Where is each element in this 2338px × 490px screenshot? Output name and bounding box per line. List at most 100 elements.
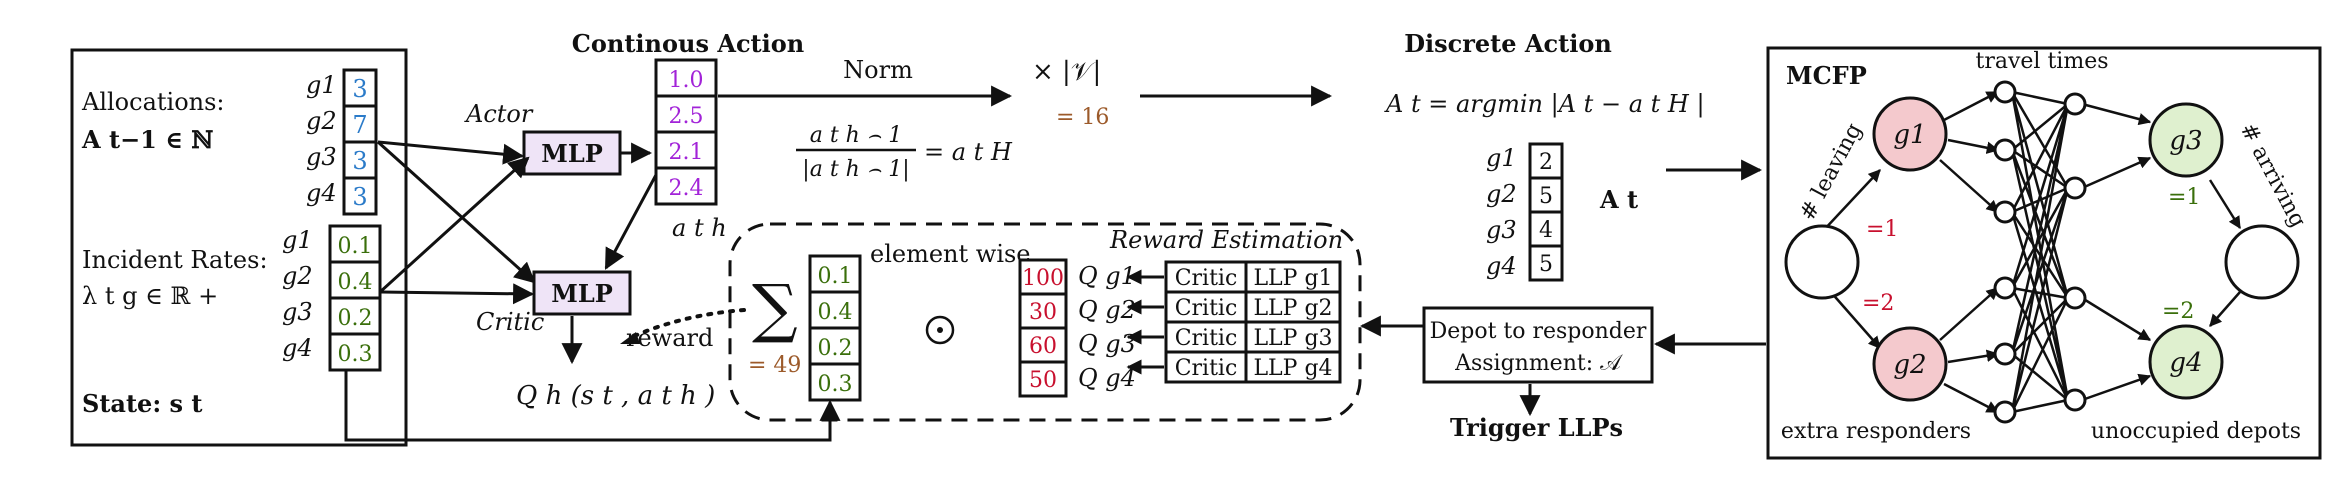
norm-numerator: a t h ⌢ 1 [810,123,903,148]
critic-text: Critic [1175,266,1238,291]
critic-mlp-box [532,270,632,316]
norm-block: Norm a t h ⌢ 1 |a t h ⌢ 1| = a t H × |𝒱|… [718,56,1333,182]
q-value: 30 [1029,300,1057,325]
small-node [1993,400,2017,424]
alloc-value: 3 [352,147,367,175]
edge [2081,102,2152,126]
edge [2209,291,2241,327]
q-label: Q g1 [1078,262,1136,290]
q-label: Q g2 [1078,296,1136,324]
q-value: 60 [1029,334,1057,359]
right-node-g3 [2148,102,2224,178]
arrow [376,140,536,284]
left-node-g1 [1872,96,1948,172]
continuous-action: Continous Action 1.0 2.5 2.1 2.4 a t h [572,29,804,242]
assignment-box [1422,306,1654,384]
discrete-formula: A t = argmin |A t − a t H | [1384,90,1705,119]
incident-label: Incident Rates: [82,246,268,274]
assignment-line1: Depot to responder [1430,319,1647,344]
edge [1943,90,2000,122]
state-panel: Allocations: A t−1 ∈ ℕ Incident Rates: λ… [70,48,408,447]
bipartite-edges [2010,90,2070,414]
reward-label: reward [626,324,713,352]
q-value: 50 [1029,368,1057,393]
times-v-label: × |𝒱| [1032,57,1101,87]
small-node [1993,138,2017,162]
actor-label: Actor [464,100,534,128]
travel-times-label: travel times [1976,49,2109,74]
alloc-g-label: g2 [306,107,337,135]
allocations-formula: A t−1 ∈ ℕ [81,125,213,154]
rate-g-label: g4 [282,334,313,362]
reward-rate-value: 0.4 [818,300,853,325]
discrete-value: 4 [1539,218,1553,243]
reward-arrowhead [620,332,640,344]
discrete-g-label: g2 [1486,180,1517,208]
edge [1947,349,2000,364]
reward-rate-value: 0.1 [818,264,853,289]
alloc-value: 3 [352,183,367,211]
edge [1939,287,1999,341]
discrete-title: Discrete Action [1404,29,1612,58]
q-label: Q g3 [1078,330,1136,358]
actor-critic: Actor MLP MLP Critic Q h (s t , a t h ) … [464,100,715,411]
incident-formula: λ t g ∈ ℝ + [82,282,218,310]
rate-value: 0.2 [338,306,373,331]
eq16-label: = 16 [1056,105,1109,130]
critic-text: Critic [1175,356,1238,381]
edge [1947,138,2000,154]
left-count: =1 [1866,217,1898,242]
extra-responders-label: extra responders [1781,419,1971,444]
action-value: 1.0 [669,68,704,93]
action-value: 2.5 [669,104,704,129]
edge [1943,382,2000,414]
left-node-g2 [1872,326,1948,402]
llp-text: LLP g1 [1253,266,1332,291]
alloc-g-label: g4 [306,179,337,207]
llp-text: LLP g4 [1253,356,1332,381]
small-node [2063,176,2087,200]
small-node [2063,92,2087,116]
mcfp-title: MCFP [1786,61,1867,90]
at-label: A t [1599,185,1638,214]
unoccupied-depots-label: unoccupied depots [2091,419,2301,444]
critic-cell [1164,350,1248,384]
alloc-g-labels: g1 g2 g3 g4 [306,71,337,207]
discrete-value: 5 [1539,184,1553,209]
critic-text: Critic [1175,326,1238,351]
edge [2081,373,2152,402]
action-cell [654,166,718,206]
state-label: State: s t [82,389,203,418]
alloc-value: 7 [352,111,367,139]
edge [1821,169,1881,233]
q-value: 100 [1022,266,1064,291]
norm-label: Norm [843,56,913,84]
rate-g-label: g1 [282,226,313,254]
q-cell [1018,360,1068,398]
sink-node [2224,224,2300,300]
discrete-g-label: g3 [1486,216,1517,244]
reward-estimation: Reward Estimation ∑ = 49 0.1 0.4 0.2 0.3… [728,222,1362,422]
reward-dashed-box [728,222,1362,422]
discrete-cell [1528,244,1564,282]
rate-value: 0.1 [338,234,373,259]
trigger-llps-label: Trigger LLPs [1450,413,1623,442]
q-output-label: Q h (s t , a t h ) [516,381,715,411]
rate-g-label: g3 [282,298,313,326]
alloc-value: 3 [352,75,367,103]
node-label: g4 [2169,348,2202,378]
odot-circle [925,315,955,345]
reward-rate-value: 0.2 [818,336,853,361]
edge [2081,296,2152,342]
allocations-label: Allocations: [81,88,225,116]
sum-symbol: ∑ [752,272,798,346]
node-label: g2 [1893,350,1926,380]
critic-label: Critic [476,308,544,336]
rate-cell [328,332,382,372]
actor-mlp-label: MLP [541,139,603,168]
arrow [604,159,666,270]
incident-rate-column: 0.1 0.4 0.2 0.3 [328,224,382,372]
rate-value: 0.3 [338,342,373,367]
right-count: =1 [2168,185,2200,210]
